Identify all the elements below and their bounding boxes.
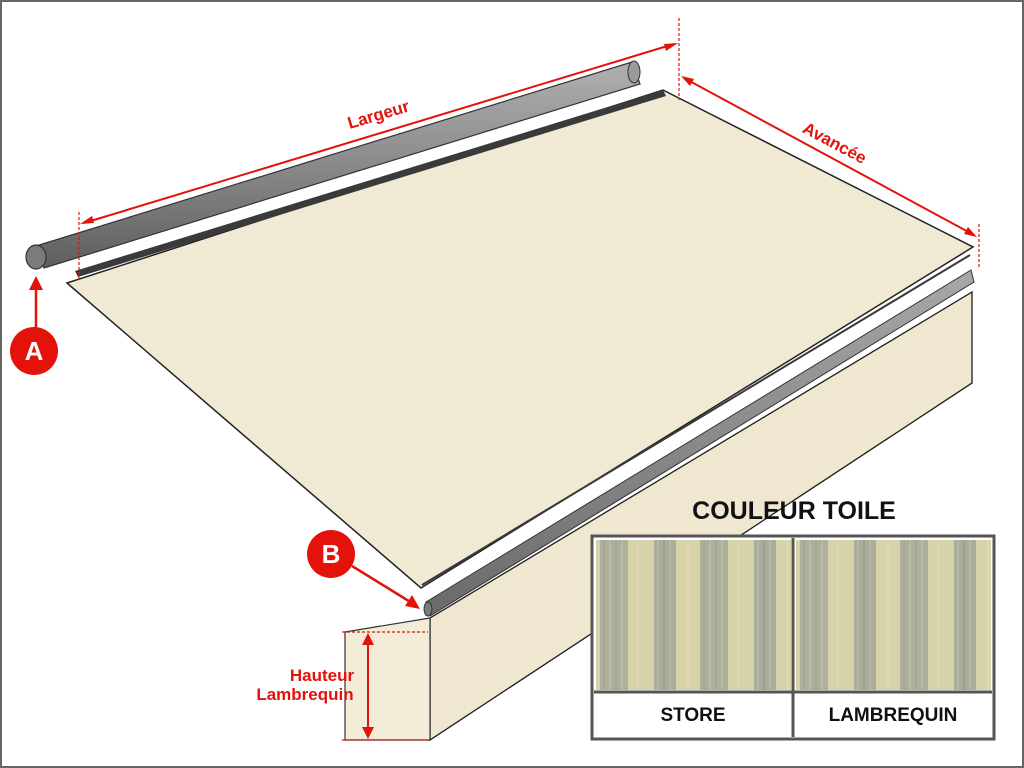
canvas-front-edge [421,254,971,586]
valance-height-label-line1: Hauteur [290,666,355,685]
swatch-lambrequin [796,540,991,690]
valance-height-label-line2: Lambrequin [256,685,353,704]
marker-b-label: B [322,539,341,569]
projection-arrow-top [681,76,694,86]
valance-arrow-top [362,633,374,645]
valance-arrow-bottom [362,727,374,739]
marker-b-arrowhead [405,595,420,609]
roller-tube-end-right [627,60,641,84]
swatch-store [596,540,791,690]
marker-b-badge [307,530,355,578]
swatch-lambrequin-label: LAMBREQUIN [829,705,958,726]
marker-a-arrowhead [29,276,43,290]
marker-a-badge [10,327,58,375]
marker-a-label: A [25,336,44,366]
valance-height-dimension: Hauteur Lambrequin [256,631,428,741]
fabric-panel: COULEUR TOILE STORE LAMBREQUIN [590,497,996,741]
front-bar [421,254,975,617]
front-bar-end [423,601,433,617]
marker-b: B [307,530,420,609]
width-dimension-line [83,43,675,224]
fabric-panel-title: COULEUR TOILE [692,497,896,525]
valance-side-face [344,617,431,741]
projection-arrow-bottom [964,227,977,237]
roller-tube [25,60,641,270]
roller-tube-end-left [25,244,47,270]
width-arrow-right [664,43,678,51]
valance [344,290,973,742]
swatch-store-label: STORE [660,705,725,726]
canvas-top-edge [75,90,666,277]
marker-a: A [10,276,58,375]
width-arrow-left [80,216,94,224]
projection-dimension-line [683,77,975,236]
marker-b-arrow-line [351,564,413,605]
